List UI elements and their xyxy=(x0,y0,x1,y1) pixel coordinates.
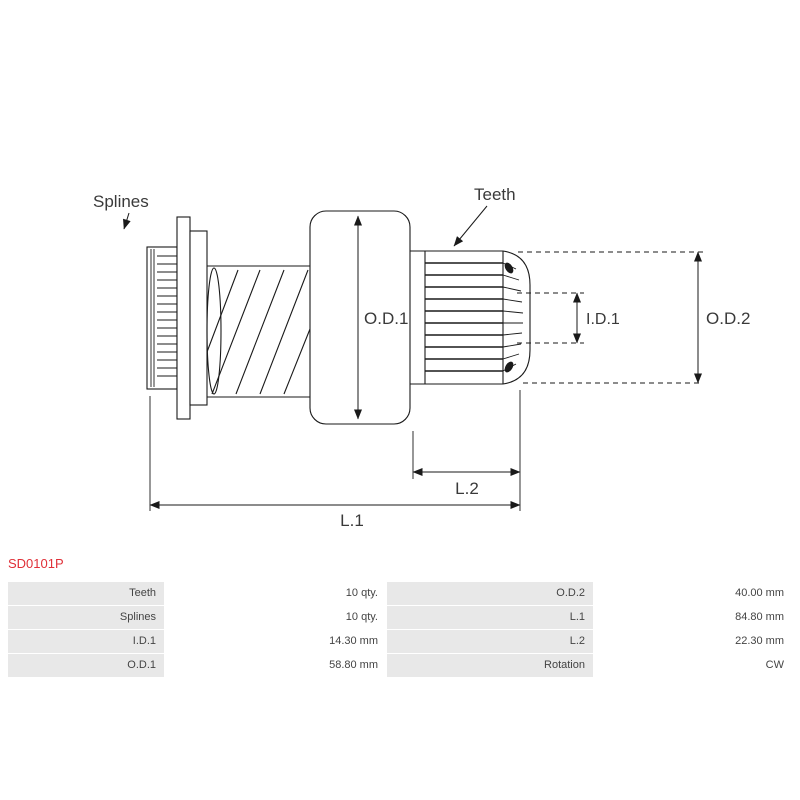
pinion-gear xyxy=(424,250,531,385)
spec-od1-label: O.D.1 xyxy=(8,654,164,677)
flange-collar xyxy=(176,216,208,420)
spec-od1-value: 58.80 mm xyxy=(165,654,386,677)
spec-l2-label: L.2 xyxy=(387,630,593,653)
spec-teeth-label: Teeth xyxy=(8,582,164,605)
spec-teeth-value: 10 qty. xyxy=(165,582,386,605)
teeth-callout: Teeth xyxy=(453,185,516,247)
od2-dimension-label: O.D.2 xyxy=(706,309,750,328)
spec-splines-value: 10 qty. xyxy=(165,606,386,629)
spec-splines-label: Splines xyxy=(8,606,164,629)
drive-spring xyxy=(206,265,311,398)
spec-row-od1: O.D.1 58.80 mm Rotation CW xyxy=(8,654,792,677)
dimension-od1: O.D.1 xyxy=(354,215,408,420)
splines-callout: Splines xyxy=(93,192,149,230)
l1-dimension-label: L.1 xyxy=(340,511,364,530)
spec-row-teeth: Teeth 10 qty. O.D.2 40.00 mm xyxy=(8,582,792,605)
spec-table: Teeth 10 qty. O.D.2 40.00 mm Splines 10 … xyxy=(8,582,792,678)
spec-rotation-value: CW xyxy=(594,654,792,677)
spec-id1-label: I.D.1 xyxy=(8,630,164,653)
spec-od2-value: 40.00 mm xyxy=(594,582,792,605)
spec-l1-value: 84.80 mm xyxy=(594,606,792,629)
spec-l1-label: L.1 xyxy=(387,606,593,629)
dimension-l1: L.1 xyxy=(149,396,521,530)
teeth-label: Teeth xyxy=(474,185,516,204)
spec-row-id1: I.D.1 14.30 mm L.2 22.30 mm xyxy=(8,630,792,653)
dimension-id1: I.D.1 xyxy=(517,292,620,344)
splines-label: Splines xyxy=(93,192,149,211)
spec-id1-value: 14.30 mm xyxy=(165,630,386,653)
technical-diagram: O.D.1 I.D.1 O.D.2 L.2 L.1 Splines xyxy=(93,185,750,530)
spline-shaft-end xyxy=(146,246,178,390)
od1-dimension-label: O.D.1 xyxy=(364,309,408,328)
spec-rotation-label: Rotation xyxy=(387,654,593,677)
l2-dimension-label: L.2 xyxy=(455,479,479,498)
neck xyxy=(410,250,425,385)
part-number: SD0101P xyxy=(8,556,64,571)
id1-dimension-label: I.D.1 xyxy=(586,311,620,328)
spec-l2-value: 22.30 mm xyxy=(594,630,792,653)
dimension-l2: L.2 xyxy=(412,390,521,511)
dimension-od2: O.D.2 xyxy=(518,251,750,384)
spec-od2-label: O.D.2 xyxy=(387,582,593,605)
spec-row-splines: Splines 10 qty. L.1 84.80 mm xyxy=(8,606,792,629)
